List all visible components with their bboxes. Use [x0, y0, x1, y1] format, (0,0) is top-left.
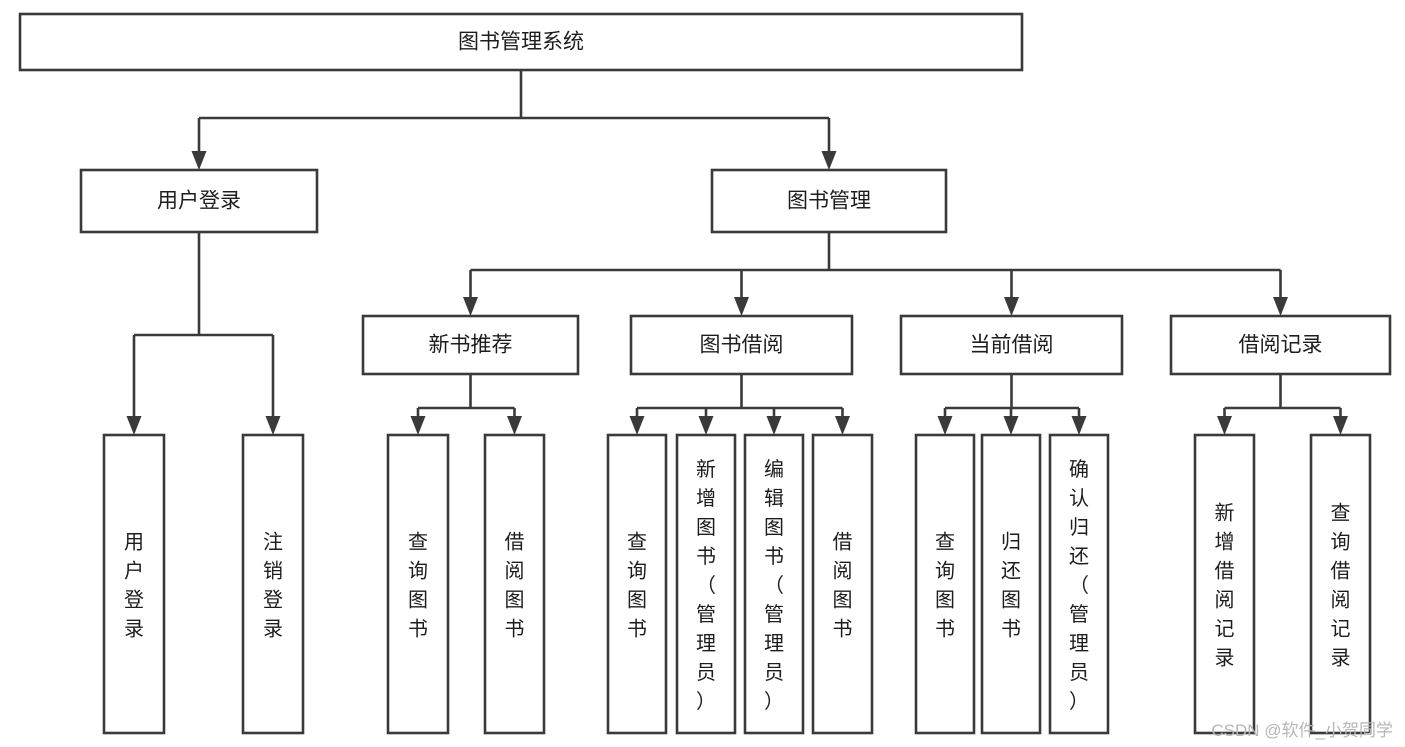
node-label: 查询图书: [408, 531, 428, 641]
node-leaf-borrow-book[interactable]: 借阅图书: [811, 433, 874, 735]
node-label: 归还图书: [1001, 531, 1021, 641]
node-label: 用户登录: [124, 532, 144, 641]
arrow-head-icon: [1273, 297, 1288, 316]
node-leaf-add-record[interactable]: 新增借阅记录: [1193, 433, 1256, 735]
arrow-head-icon: [265, 416, 281, 435]
node-box: [914, 433, 976, 735]
node-label: 查询借阅记录: [1331, 502, 1351, 670]
node-box: [18, 12, 1024, 72]
node-box: [606, 433, 668, 735]
arrow-head-icon: [629, 416, 645, 435]
arrow-head-icon: [1071, 416, 1087, 435]
arrow-head-icon: [821, 151, 837, 170]
arrow-head-icon: [1004, 297, 1019, 316]
node-label: 确认归还（管理员）: [1069, 458, 1089, 713]
watermark-label: CSDN @软件_小贺同学: [1211, 721, 1393, 740]
node-label: 当前借阅: [970, 334, 1054, 357]
arrow-head-icon: [766, 416, 782, 435]
arrow-head-icon: [937, 416, 953, 435]
node-label: 图书借阅: [700, 334, 784, 357]
node-box: [483, 433, 546, 735]
node-leaf-edit-book[interactable]: 编辑图书（管理员）: [743, 433, 805, 735]
node-leaf-query-book-rec[interactable]: 查询图书: [386, 433, 450, 735]
arrow-head-icon: [1217, 416, 1232, 435]
node-leaf-return-book[interactable]: 归还图书: [980, 433, 1042, 735]
arrow-head-icon: [191, 151, 207, 170]
arrow-head-icon: [507, 416, 522, 435]
arrow-head-icon: [463, 297, 478, 316]
connector-layer: [126, 70, 1348, 435]
node-box: [361, 314, 580, 376]
node-label: 新书推荐: [429, 334, 513, 357]
node-box: [1169, 314, 1392, 376]
arrow-head-icon: [835, 416, 850, 435]
node-label: 编辑图书（管理员）: [764, 458, 784, 713]
node-label: 用户登录: [157, 190, 241, 213]
node-label: 图书管理: [787, 190, 871, 213]
node-box: [1048, 433, 1110, 735]
node-label: 查询图书: [935, 531, 955, 641]
node-label: 借阅图书: [505, 531, 525, 641]
node-box: [710, 168, 948, 234]
node-box: [386, 433, 450, 735]
node-box: [629, 314, 854, 376]
node-label: 注销登录: [263, 531, 283, 641]
node-box: [743, 433, 805, 735]
arrow-head-icon: [734, 297, 749, 316]
node-book-management[interactable]: 图书管理: [710, 168, 948, 234]
node-new-book-recommend[interactable]: 新书推荐: [361, 314, 580, 376]
node-box: [675, 433, 737, 735]
node-leaf-user-login[interactable]: 用户登录: [102, 433, 166, 735]
node-box: [1193, 433, 1256, 735]
node-label: 借阅记录: [1239, 334, 1323, 357]
node-box: [980, 433, 1042, 735]
node-box: [1309, 433, 1372, 735]
node-box: [899, 314, 1124, 376]
node-box: [241, 433, 305, 735]
node-label: 图书管理系统: [458, 31, 584, 54]
node-leaf-confirm-return[interactable]: 确认归还（管理员）: [1048, 433, 1110, 735]
node-label: 新增图书（管理员）: [696, 458, 716, 713]
node-label: 查询图书: [627, 531, 647, 641]
node-leaf-add-book[interactable]: 新增图书（管理员）: [675, 433, 737, 735]
arrow-head-icon: [1333, 416, 1348, 435]
node-layer: 图书管理系统用户登录图书管理新书推荐图书借阅当前借阅借阅记录用户登录注销登录查询…: [18, 12, 1392, 735]
node-current-borrow[interactable]: 当前借阅: [899, 314, 1124, 376]
node-root[interactable]: 图书管理系统: [18, 12, 1024, 72]
arrow-head-icon: [126, 416, 142, 435]
node-leaf-borrow-book-rec[interactable]: 借阅图书: [483, 433, 546, 735]
node-box: [102, 433, 166, 735]
node-borrow-record[interactable]: 借阅记录: [1169, 314, 1392, 376]
node-leaf-logout[interactable]: 注销登录: [241, 433, 305, 735]
node-leaf-query-book[interactable]: 查询图书: [606, 433, 668, 735]
node-box: [79, 168, 319, 234]
arrow-head-icon: [410, 416, 426, 435]
arrow-head-icon: [1003, 416, 1019, 435]
node-box: [811, 433, 874, 735]
node-leaf-query-book-cur[interactable]: 查询图书: [914, 433, 976, 735]
node-book-borrow[interactable]: 图书借阅: [629, 314, 854, 376]
arrow-head-icon: [698, 416, 714, 435]
node-label: 新增借阅记录: [1215, 502, 1235, 670]
node-user-login[interactable]: 用户登录: [79, 168, 319, 234]
node-label: 借阅图书: [833, 531, 853, 641]
node-leaf-query-record[interactable]: 查询借阅记录: [1309, 433, 1372, 735]
